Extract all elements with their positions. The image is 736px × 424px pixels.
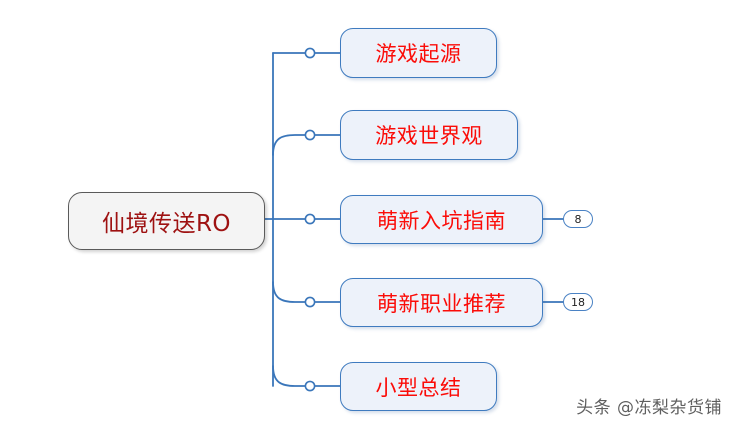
child-node-badge-4[interactable]: 18: [563, 293, 593, 311]
child-node-5[interactable]: 小型总结: [340, 362, 497, 411]
child-node-badge-text-3: 8: [574, 212, 582, 226]
child-node-3[interactable]: 萌新入坑指南: [340, 195, 543, 244]
child-node-label-2: 游戏世界观: [375, 124, 483, 148]
watermark: 头条 @冻梨杂货铺: [576, 398, 722, 418]
branch-line-4: [272, 281, 306, 303]
child-node-4[interactable]: 萌新职业推荐: [340, 278, 543, 327]
branch-line-2: [272, 134, 306, 156]
branch-handle-4: [304, 296, 316, 308]
child-node-2[interactable]: 游戏世界观: [340, 110, 518, 160]
child-node-label-5: 小型总结: [375, 375, 462, 400]
branch-handle-3: [304, 213, 316, 225]
branch-handle-1: [304, 47, 316, 59]
branch-handle-5: [304, 380, 316, 392]
branch-handle-2: [304, 129, 316, 141]
child-node-label-1: 游戏起源: [375, 42, 462, 66]
child-node-1[interactable]: 游戏起源: [340, 28, 497, 78]
child-node-badge-text-4: 18: [571, 295, 585, 309]
child-node-label-3: 萌新入坑指南: [377, 208, 506, 233]
child-node-label-4: 萌新职业推荐: [377, 291, 506, 316]
root-node-label: 仙境传送RO: [101, 211, 232, 237]
branch-line-5: [272, 365, 306, 387]
child-node-badge-3[interactable]: 8: [563, 210, 593, 228]
root-node[interactable]: 仙境传送RO: [68, 192, 265, 250]
